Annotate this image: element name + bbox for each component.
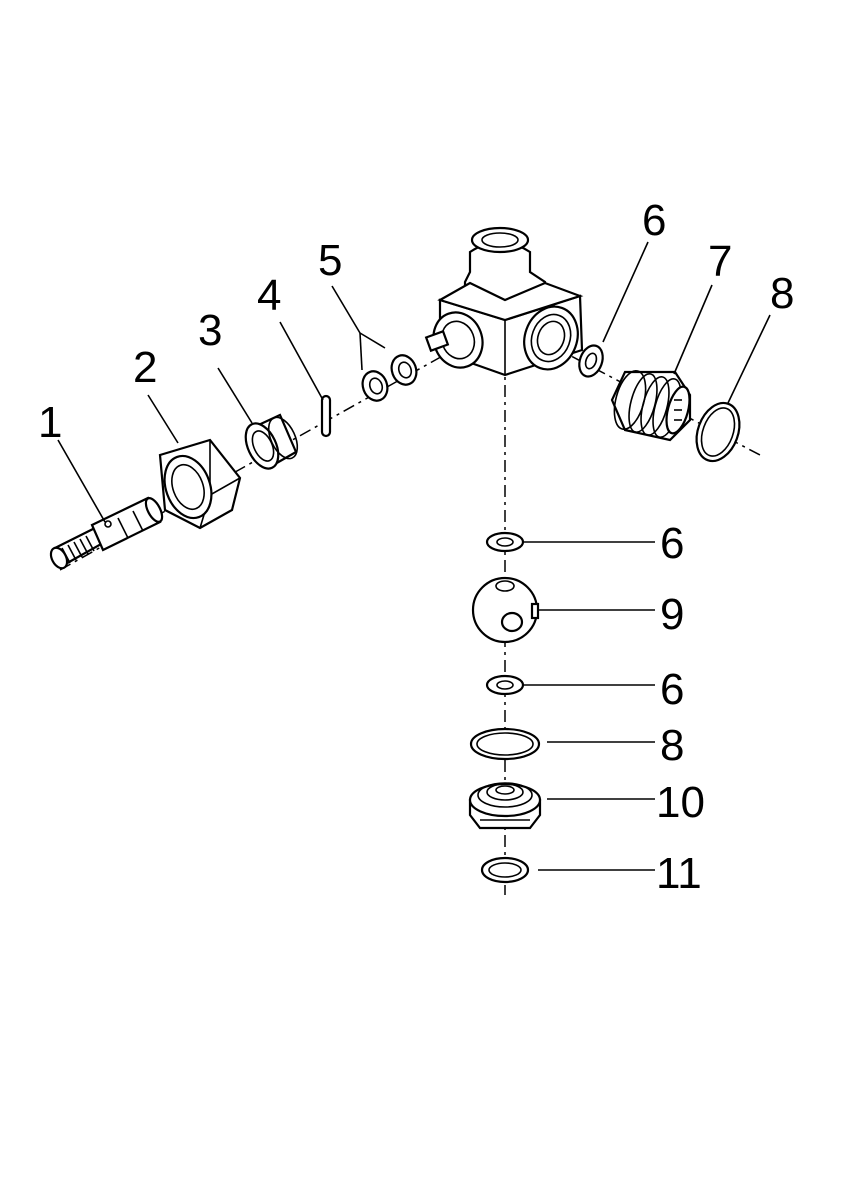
leader-lines: [57, 241, 771, 871]
callout-8b: 8: [660, 721, 684, 770]
callout-labels: 1 2 3 4 5 6 7 8 6 9 6 8 10 11: [38, 196, 794, 898]
part-4-pin: [320, 394, 332, 438]
part-11-ring: [480, 856, 530, 884]
callout-6a: 6: [642, 196, 666, 245]
callout-4: 4: [257, 271, 281, 320]
callout-7: 7: [708, 237, 732, 286]
callout-11: 11: [656, 849, 702, 898]
callout-5: 5: [318, 236, 342, 285]
part-8-oring-right: [695, 401, 741, 463]
callout-6b: 6: [660, 519, 684, 568]
valve-body: [424, 226, 584, 377]
callout-1: 1: [38, 398, 62, 447]
callout-8a: 8: [770, 269, 794, 318]
callout-9: 9: [660, 590, 684, 639]
part-6-washer-lower: [485, 674, 525, 696]
part-6-washer-right: [578, 344, 604, 378]
part-8-oring-lower: [469, 727, 541, 761]
part-6-washer-upper: [485, 531, 525, 553]
part-10-seat: [468, 782, 542, 830]
part-5-washers: [361, 354, 418, 402]
callout-3: 3: [198, 306, 222, 355]
part-2-nut: [158, 438, 242, 530]
callout-2: 2: [133, 343, 157, 392]
callout-10: 10: [656, 778, 705, 827]
part-1-cartridge: [49, 496, 164, 570]
callout-6c: 6: [660, 665, 684, 714]
part-3-bushing: [244, 413, 299, 470]
part-9-ball: [471, 576, 540, 644]
part-7-insert: [610, 369, 692, 442]
